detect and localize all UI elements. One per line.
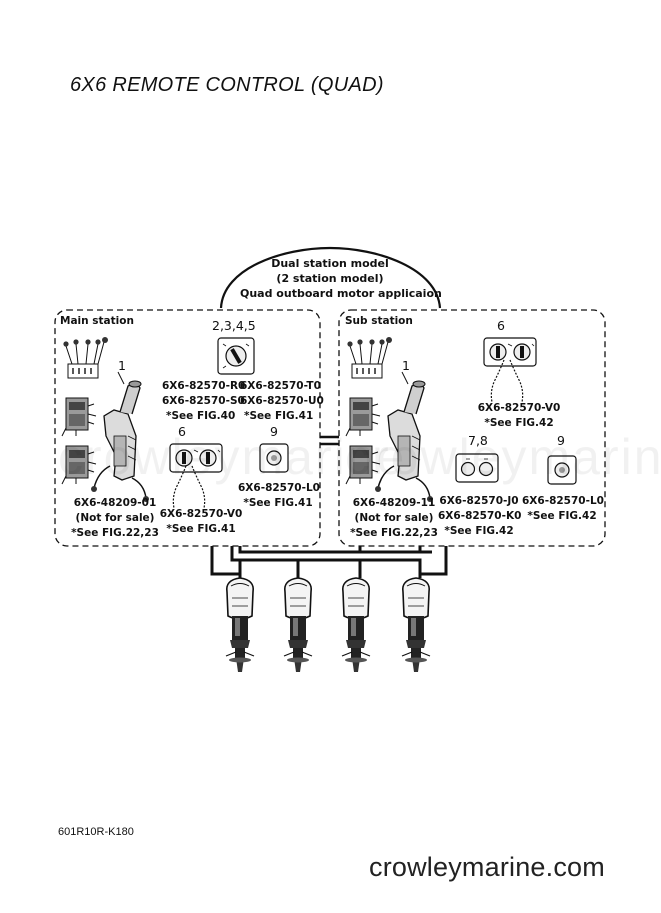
ref-number: 9 — [557, 433, 565, 448]
leader-line — [401, 371, 409, 385]
part-code: 6X6-82570-J0 — [439, 495, 519, 507]
part-code: 6X6-48209-11 — [352, 497, 436, 509]
watermark: crowleymarine — [345, 429, 661, 485]
part-code-block: 6X6-82570-L0 *See FIG.42 — [522, 494, 604, 524]
part-code-block: 6X6-82570-R0 6X6-82570-S0 *See FIG.40 — [162, 379, 245, 424]
banner-arch — [219, 246, 442, 309]
fig-reference: *See FIG.41 — [166, 523, 236, 535]
part-note: (Not for sale) — [75, 512, 155, 524]
fig-reference: *See FIG.22,23 — [350, 527, 438, 539]
ref-number: 1 — [118, 358, 126, 373]
ref-number: 7,8 — [468, 433, 488, 448]
outboard-motor-icon — [341, 577, 371, 673]
watermark: crowleymarine — [58, 429, 407, 485]
part-code: 6X6-48209-01 — [73, 497, 157, 509]
ref-number: 6 — [497, 318, 505, 333]
key-switch-panel-icon — [483, 337, 537, 367]
ref-number: 2,3,4,5 — [212, 318, 256, 333]
part-code: 6X6-82570-K0 — [438, 510, 522, 522]
diagram-code: 601R10R-K180 — [58, 826, 134, 838]
sub-station-label: Sub station — [345, 315, 413, 327]
website-url[interactable]: crowleymarine.com — [369, 852, 605, 882]
cable-bus — [210, 546, 448, 578]
main-station-label: Main station — [60, 315, 134, 327]
banner-line: (2 station model) — [276, 272, 384, 285]
outboard-motor-icon — [225, 577, 255, 673]
part-code-block: 6X6-82570-J0 6X6-82570-K0 *See FIG.42 — [438, 494, 522, 539]
part-code-block: 6X6-82570-T0 6X6-82570-U0 *See FIG.41 — [240, 379, 324, 424]
part-code: 6X6-82570-V0 — [477, 402, 561, 414]
outboard-motor-icon — [283, 577, 313, 673]
part-code-block: 6X6-48209-11 (Not for sale) *See FIG.22,… — [344, 496, 444, 541]
part-code: 6X6-82570-U0 — [240, 395, 324, 407]
outboard-motor-icon — [401, 577, 431, 673]
ref-number: 9 — [270, 424, 278, 439]
part-code-block: 6X6-82570-L0 *See FIG.41 — [238, 481, 320, 511]
main-switch-panel-icon — [217, 337, 255, 375]
fig-reference: *See FIG.42 — [484, 417, 554, 429]
main-station-frame — [54, 309, 321, 547]
sub-station-frame — [338, 309, 606, 547]
ref-number: 6 — [178, 424, 186, 439]
part-code-block: 6X6-82570-V0 *See FIG.42 — [474, 401, 564, 431]
leader-line — [117, 371, 125, 385]
part-note: (Not for sale) — [354, 512, 434, 524]
part-code: 6X6-82570-R0 — [162, 380, 246, 392]
part-code: 6X6-82570-S0 — [162, 395, 245, 407]
part-code: 6X6-82570-L0 — [522, 495, 604, 507]
fig-reference: *See FIG.40 — [166, 410, 236, 422]
banner-line: Quad outboard motor applicaion — [240, 287, 442, 300]
wire-harness-icon — [346, 336, 393, 379]
part-code-block: 6X6-48209-01 (Not for sale) *See FIG.22,… — [60, 496, 170, 541]
part-code: 6X6-82570-T0 — [240, 380, 321, 392]
fig-reference: *See FIG.42 — [527, 510, 597, 522]
fig-reference: *See FIG.22,23 — [71, 527, 159, 539]
part-code: 6X6-82570-L0 — [238, 482, 320, 494]
page-title: 6X6 REMOTE CONTROL (QUAD) — [70, 74, 384, 96]
wire-harness-icon — [62, 336, 109, 379]
banner-text: Dual station model (2 station model) Qua… — [240, 256, 442, 301]
station-link-cable — [320, 435, 339, 446]
fig-reference: *See FIG.41 — [244, 410, 314, 422]
ref-number: 1 — [402, 358, 410, 373]
part-code: 6X6-82570-V0 — [159, 508, 243, 520]
fig-reference: *See FIG.42 — [444, 525, 514, 537]
part-code-block: 6X6-82570-V0 *See FIG.41 — [158, 507, 244, 537]
banner-line: Dual station model — [271, 257, 389, 270]
fig-reference: *See FIG.41 — [243, 497, 313, 509]
